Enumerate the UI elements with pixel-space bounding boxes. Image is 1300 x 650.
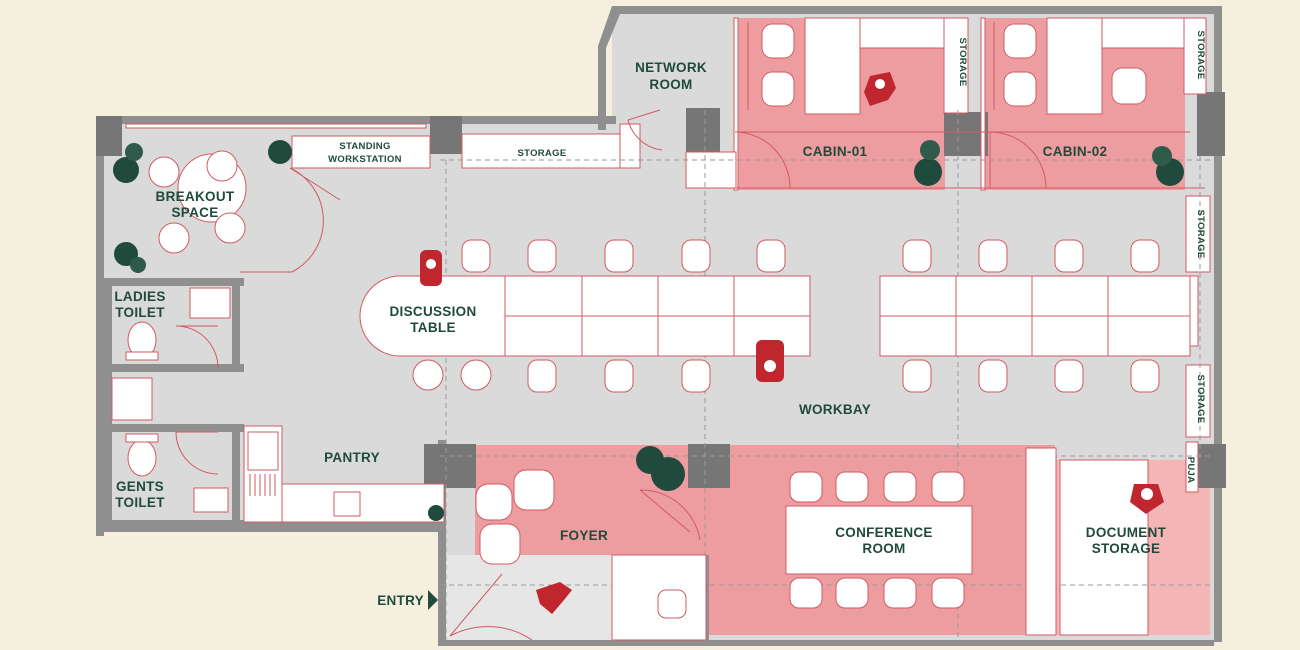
cabin-02-desk — [1046, 17, 1103, 115]
cabin-storage-label: STORAGE — [957, 38, 968, 87]
discussion-table — [359, 275, 506, 357]
standing-workstation-label-1: STANDING — [339, 141, 390, 152]
cabin-partitions — [685, 17, 1207, 191]
cabin-02-label: CABIN-02 — [1043, 144, 1108, 159]
plant-icon — [1152, 146, 1172, 166]
cabin-01-storage-unit — [943, 17, 969, 114]
foyer-label: FOYER — [560, 528, 608, 543]
plant-icon — [428, 505, 444, 521]
plant-icon — [651, 457, 685, 491]
ceiling-grid — [440, 110, 1210, 640]
reception-desk — [611, 554, 707, 641]
network-room-label-2: ROOM — [649, 77, 692, 92]
top-furniture — [125, 109, 663, 273]
pantry-furniture — [243, 425, 445, 523]
plant-icon — [130, 257, 146, 273]
person-icon — [756, 340, 784, 382]
mid-basin — [111, 377, 153, 421]
discussion-label-1: DISCUSSION — [389, 304, 476, 319]
plant-icon — [920, 140, 940, 160]
conference-label-2: ROOM — [862, 541, 905, 556]
plant-icon — [125, 143, 143, 161]
cabin-01-desk — [804, 17, 861, 115]
gents-toilet-label-1: GENTS — [116, 479, 164, 494]
standing-workstation-label-2: WORKSTATION — [328, 154, 402, 165]
ladies-toilet-label-2: TOILET — [115, 305, 165, 320]
pantry-label: PANTRY — [324, 450, 380, 465]
person-icon — [864, 72, 896, 106]
network-room-label-1: NETWORK — [635, 60, 707, 75]
conference-furniture — [785, 447, 1057, 636]
plant-icon — [914, 158, 942, 186]
conference-table — [785, 505, 973, 575]
storage-right-top-label: STORAGE — [1195, 31, 1206, 80]
entry-floor — [445, 555, 615, 645]
breakout-label-1: BREAKOUT — [156, 189, 235, 204]
pantry-grille — [249, 474, 276, 496]
walls — [96, 6, 1226, 646]
document-storage-label-1: DOCUMENT — [1086, 525, 1167, 540]
gents-toilet-label-2: TOILET — [115, 495, 165, 510]
ladies-basin — [189, 287, 231, 319]
storage-top-label: STORAGE — [518, 148, 567, 159]
plant-icon — [268, 140, 292, 164]
person-icon — [420, 250, 442, 286]
plant-icon — [113, 157, 139, 183]
storage-right-mid-label: STORAGE — [1195, 210, 1206, 259]
pantry-counter-horizontal — [281, 483, 445, 523]
breakout-furniture — [148, 150, 247, 254]
toilet-fixtures — [111, 287, 231, 513]
discussion-label-2: TABLE — [410, 320, 456, 335]
cabin-02-storage-unit — [1183, 17, 1207, 95]
entry-label: ENTRY — [377, 593, 424, 608]
person-icon — [1130, 484, 1164, 514]
entry-arrow-icon — [428, 590, 438, 610]
ladies-toilet-label-1: LADIES — [114, 289, 165, 304]
person-icon — [536, 582, 572, 614]
foyer-furniture — [428, 469, 707, 641]
breakout-label-2: SPACE — [171, 205, 218, 220]
storage-top-unit — [461, 133, 623, 169]
conference-label-1: CONFERENCE — [835, 525, 933, 540]
plants — [113, 140, 1184, 521]
workbay-chairs — [412, 23, 1160, 393]
storage-right-low-label: STORAGE — [1195, 375, 1206, 424]
standing-workstation-desk — [291, 135, 431, 169]
people — [420, 72, 1164, 614]
labels: NETWORK ROOM STANDING WORKSTATION STORAG… — [114, 31, 1206, 608]
cabin-01-label: CABIN-01 — [803, 144, 868, 159]
document-storage-label-2: STORAGE — [1092, 541, 1161, 556]
workbay-label: WORKBAY — [799, 402, 871, 417]
puja-label: PUJA — [1185, 457, 1196, 484]
